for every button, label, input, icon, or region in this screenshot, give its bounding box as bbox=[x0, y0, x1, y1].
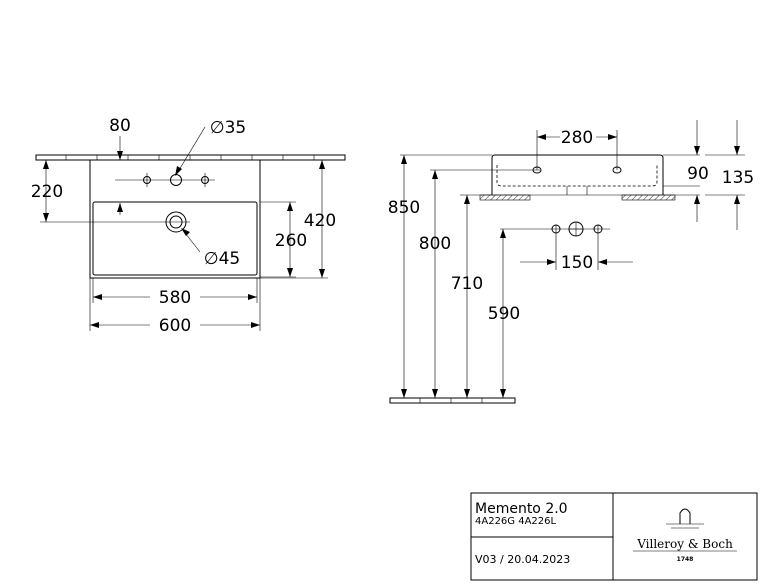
wall-connections bbox=[551, 221, 603, 270]
dim-diameter-35: ∅35 bbox=[210, 118, 246, 138]
dim-420: 420 bbox=[304, 211, 336, 231]
article-numbers: 4A226G 4A226L bbox=[475, 516, 557, 527]
drain bbox=[40, 211, 190, 233]
wall-bracket bbox=[479, 194, 531, 201]
dim-90: 90 bbox=[687, 164, 709, 184]
title-block: Memento 2.0 4A226G 4A226L V03 / 20.04.20… bbox=[470, 492, 758, 581]
dim-580: 580 bbox=[159, 288, 191, 308]
dim-710: 710 bbox=[451, 274, 483, 294]
wall-tiles bbox=[35, 154, 346, 161]
basin-bowl bbox=[92, 201, 258, 276]
wall-bracket bbox=[621, 194, 676, 201]
dim-590: 590 bbox=[488, 304, 520, 324]
basin-side bbox=[491, 154, 664, 195]
front-view: 80 ∅35 220 260 420 ∅45 580 600 bbox=[31, 116, 346, 336]
dim-600: 600 bbox=[159, 316, 191, 336]
dim-80: 80 bbox=[109, 116, 131, 136]
basin-outline bbox=[89, 159, 261, 279]
version-date: V03 / 20.04.2023 bbox=[475, 553, 570, 566]
dim-260: 260 bbox=[275, 231, 307, 251]
floor-tiles bbox=[389, 397, 516, 404]
dim-280: 280 bbox=[561, 128, 593, 148]
tap-holes bbox=[115, 173, 215, 187]
brand-logo: Villeroy & Boch 1748 bbox=[633, 508, 737, 563]
side-view: 280 90 135 850 800 710 590 150 bbox=[388, 120, 754, 404]
dim-800: 800 bbox=[419, 234, 451, 254]
dim-diameter-45: ∅45 bbox=[204, 249, 240, 269]
dim-220: 220 bbox=[31, 182, 63, 202]
dim-135: 135 bbox=[722, 168, 754, 188]
product-name: Memento 2.0 bbox=[475, 501, 568, 517]
brand-name: Villeroy & Boch bbox=[636, 537, 733, 551]
dim-850: 850 bbox=[388, 198, 420, 218]
brand-year: 1748 bbox=[677, 556, 694, 563]
dim-150: 150 bbox=[561, 253, 593, 273]
